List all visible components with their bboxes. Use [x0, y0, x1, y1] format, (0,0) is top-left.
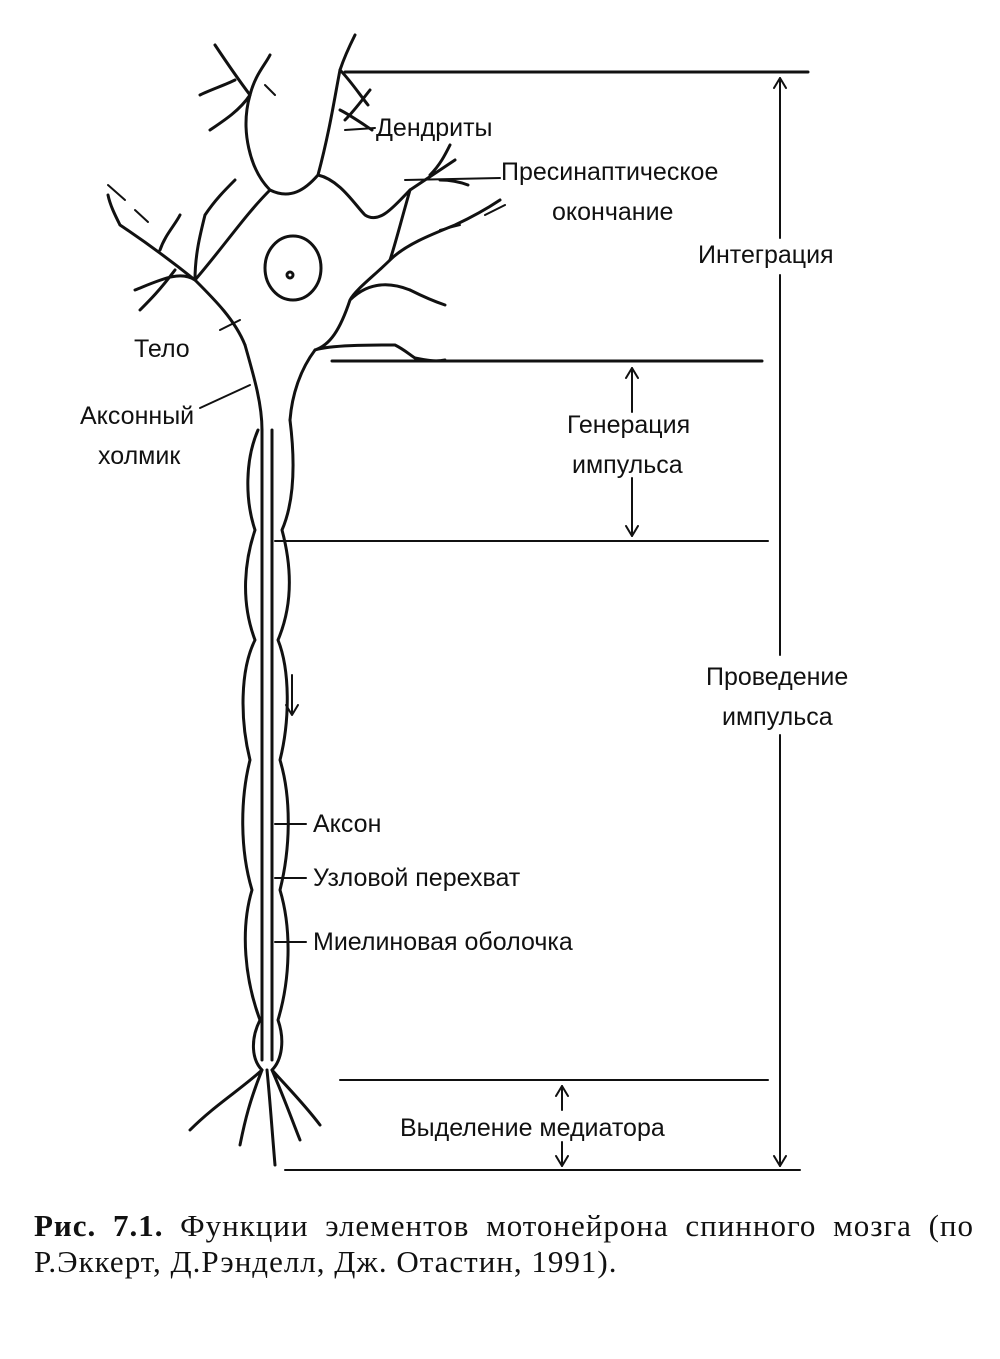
- stage-conduction-2: импульса: [722, 703, 833, 731]
- label-presynaptic-1: Пресинаптическое: [501, 158, 718, 186]
- label-axon-hillock-1: Аксонный: [80, 402, 194, 430]
- caption-text: Функции элементов мотонейрона спинного м…: [34, 1208, 974, 1279]
- axon: [260, 428, 274, 1062]
- label-axon-hillock-2: холмик: [98, 442, 181, 470]
- myelin-segments: [241, 418, 295, 1072]
- dendrite-top: [198, 33, 374, 132]
- label-dendrites: Дендриты: [376, 114, 493, 142]
- nucleus: [263, 234, 323, 302]
- label-node: Узловой перехват: [313, 864, 521, 892]
- stage-conduction-1: Проведение: [706, 663, 848, 691]
- label-axon: Аксон: [313, 810, 381, 838]
- dendrite-right: [388, 143, 502, 363]
- stage-generation-2: импульса: [572, 451, 683, 479]
- stage-release: Выделение медиатора: [400, 1114, 665, 1142]
- label-presynaptic-2: окончание: [552, 198, 673, 226]
- dendrite-left: [106, 178, 237, 312]
- nucleolus: [285, 270, 295, 280]
- axon-terminal: [188, 1068, 322, 1167]
- stage-generation-1: Генерация: [567, 411, 690, 439]
- stage-brackets: [274, 70, 810, 1171]
- flow-arrow: [285, 674, 299, 716]
- label-body: Тело: [134, 335, 190, 363]
- label-myelin: Миелиновая оболочка: [313, 928, 573, 956]
- caption-prefix: Рис. 7.1.: [34, 1208, 164, 1243]
- axon-hillock: [243, 343, 317, 432]
- stage-integration: Интеграция: [698, 241, 834, 269]
- neuron-drawing: [106, 33, 506, 1167]
- hatch-marks: [107, 84, 506, 231]
- neuron-diagram: Дендриты Пресинаптическое окончание Тело…: [80, 33, 848, 1171]
- leader-lines: [199, 127, 501, 943]
- figure-caption: Рис. 7.1. Функции элементов мотонейрона …: [34, 1208, 974, 1280]
